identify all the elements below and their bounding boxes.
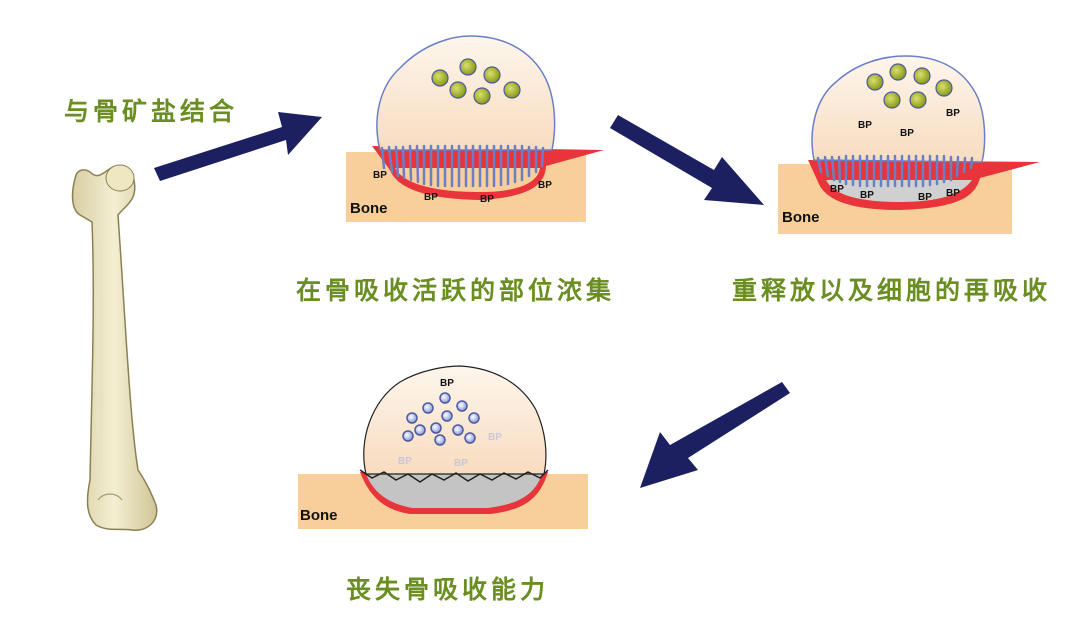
bone-label: Bone <box>782 209 820 226</box>
granules-blue <box>402 392 480 446</box>
bp-label: BP <box>918 192 932 203</box>
granules-green <box>431 58 521 105</box>
caption-loss: 丧失骨吸收能力 <box>346 575 550 604</box>
bp-label: BP <box>946 108 960 119</box>
arrow-right-icon <box>154 112 322 181</box>
inactive-osteoclast <box>363 365 547 475</box>
bp-label-faint: BP <box>454 458 468 469</box>
bp-label: BP <box>858 120 872 131</box>
bp-label: BP <box>860 190 874 201</box>
caption-concentrate: 在骨吸收活跃的部位浓集 <box>296 276 616 305</box>
bp-label: BP <box>480 194 494 205</box>
caption-rerelease: 重释放以及细胞的再吸收 <box>732 276 1052 305</box>
bp-label: BP <box>830 184 844 195</box>
ragged-border <box>359 469 549 483</box>
scene-active-resorption: Bone BP BP BP BP <box>346 35 604 222</box>
bp-label-faint: BP <box>398 456 412 467</box>
bp-label: BP <box>946 188 960 199</box>
scene-rerelease: BP BP BP BP BP BP BP Bone <box>778 55 1040 234</box>
bp-label-faint: BP <box>488 432 502 443</box>
femur-bone-icon <box>71 164 158 531</box>
bone-label: Bone <box>350 200 388 217</box>
bp-label: BP <box>424 192 438 203</box>
bp-label: BP <box>900 128 914 139</box>
arrow-down-left-icon <box>640 382 790 488</box>
granules-green <box>866 63 953 109</box>
bp-label: BP <box>440 378 454 389</box>
bone-label: Bone <box>300 507 338 524</box>
bp-label: BP <box>373 170 387 181</box>
arrow-down-right-icon <box>610 115 764 205</box>
ruffled-border <box>380 144 545 188</box>
ruffled-border <box>816 154 974 188</box>
bp-label: BP <box>538 180 552 191</box>
scene-loss: BP BP BP BP Bone <box>298 365 588 529</box>
caption-bind: 与骨矿盐结合 <box>64 97 239 126</box>
